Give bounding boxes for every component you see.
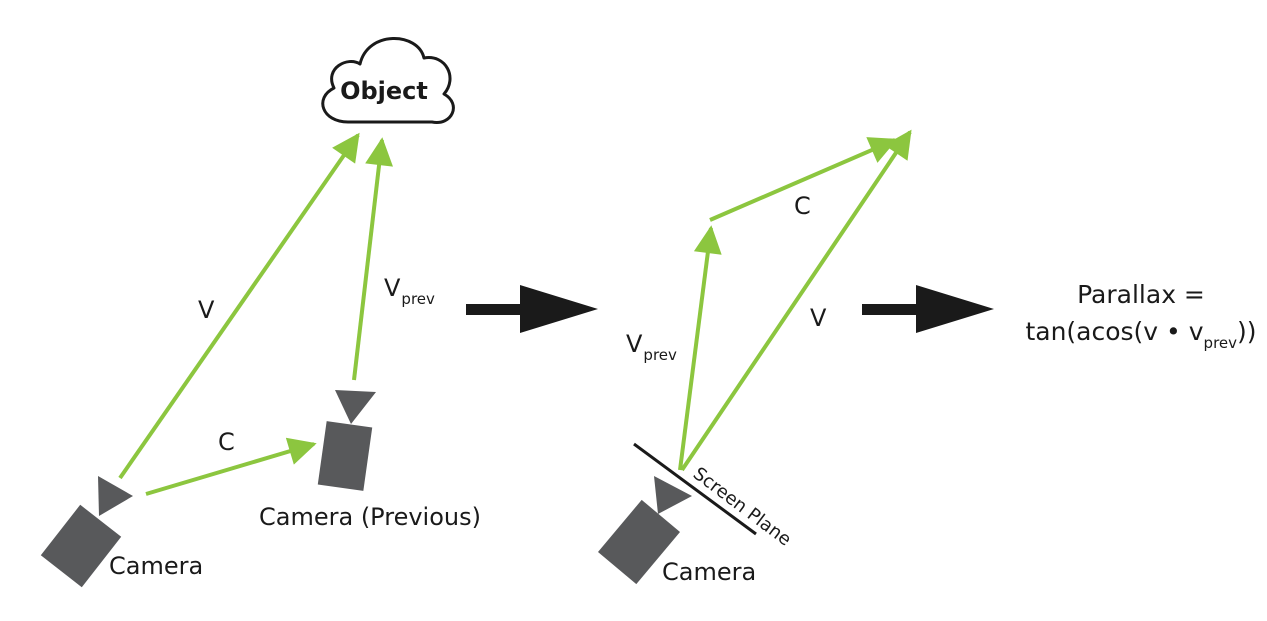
- vector-v-mid: [680, 129, 912, 472]
- camera-current: Camera: [40, 476, 203, 588]
- object-cloud: Object: [321, 37, 455, 124]
- arrow-right-icon: [466, 285, 598, 333]
- screen-plane-label: Screen Plane: [689, 463, 795, 550]
- camera-middle: Camera: [597, 476, 756, 586]
- formula-line2: tan(acos(v • vprev)): [1025, 317, 1256, 352]
- vector-c-left: [145, 437, 317, 496]
- camera-previous: Camera (Previous): [259, 390, 481, 531]
- cloud-icon: [321, 37, 455, 124]
- screen-plane-line: [633, 442, 757, 536]
- vector-vprev-mid: [678, 225, 722, 471]
- label-v-left: V: [198, 296, 215, 324]
- camera-label: Camera: [109, 552, 203, 580]
- camera-icon: [597, 476, 692, 585]
- camera-label: Camera: [662, 558, 756, 586]
- vector-c-mid: [709, 137, 898, 222]
- label-c-mid: C: [794, 192, 811, 220]
- camera-previous-label: Camera (Previous): [259, 503, 481, 531]
- label-c-left: C: [218, 428, 235, 456]
- camera-icon: [317, 390, 376, 491]
- label-vprev-left: Vprev: [384, 274, 435, 308]
- formula-line1: Parallax =: [1077, 280, 1205, 309]
- arrow-right-icon: [862, 285, 994, 333]
- camera-icon: [40, 476, 133, 588]
- object-label: Object: [340, 77, 428, 105]
- vector-v-left: [118, 132, 360, 480]
- vector-vprev-left: [352, 137, 393, 381]
- parallax-formula: Parallax = tan(acos(v • vprev)): [1025, 280, 1256, 352]
- label-v-mid: V: [810, 304, 827, 332]
- label-vprev-mid: Vprev: [626, 330, 677, 364]
